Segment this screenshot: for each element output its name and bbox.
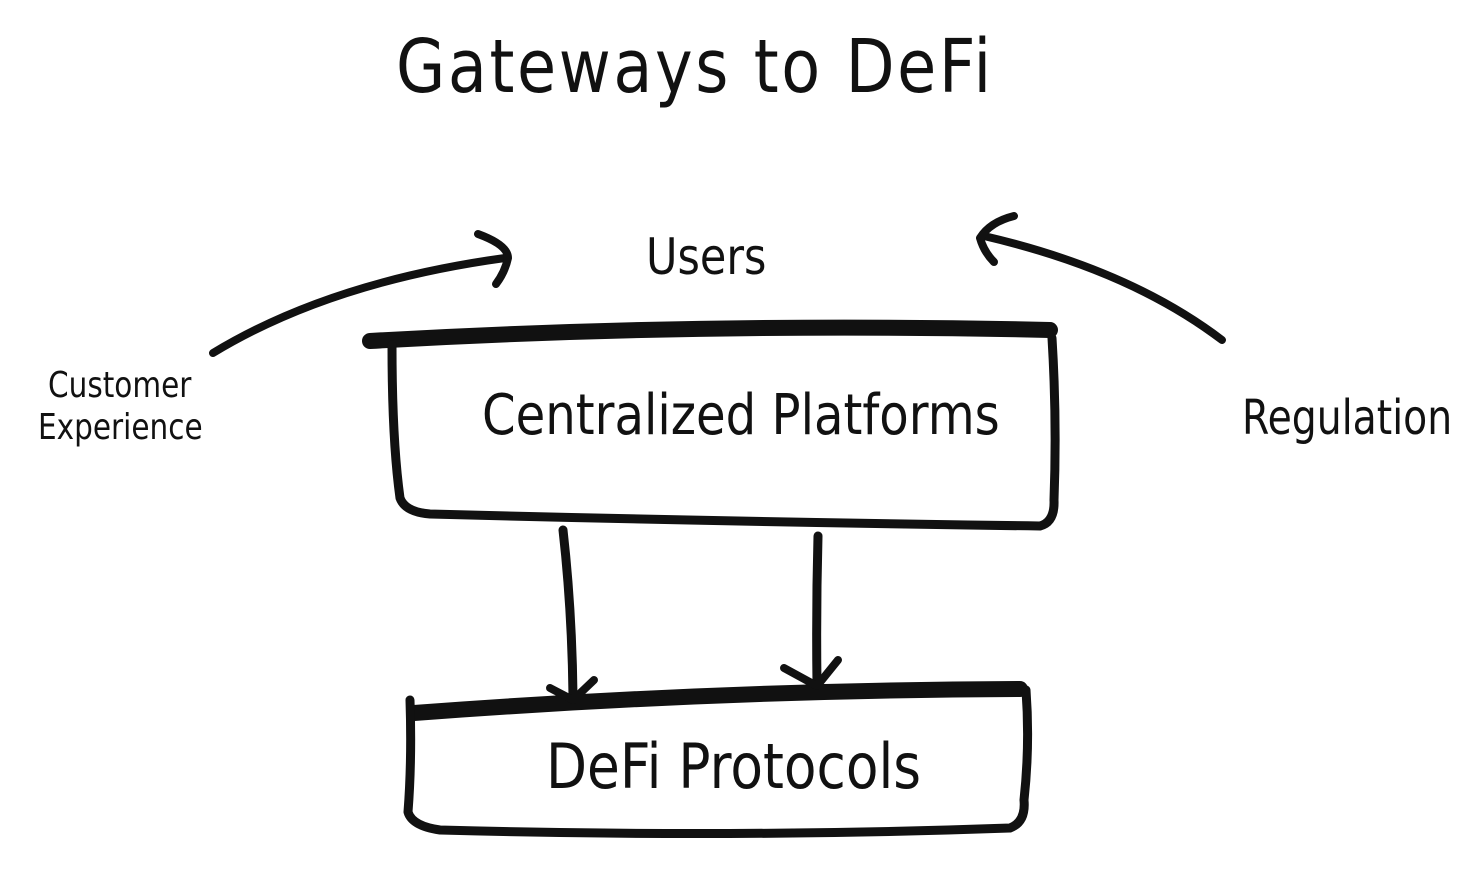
defi-protocols-label: DeFi Protocols <box>546 730 922 803</box>
arrow-right-down <box>780 531 842 690</box>
centralized-platforms-box <box>362 319 1060 531</box>
customer-experience-label-line1: Customer <box>48 365 192 406</box>
regulation-arrow <box>976 212 1226 344</box>
customer-experience-label-line2: Experience <box>38 407 203 448</box>
diagram-title: Gateways to DeFi <box>396 24 994 110</box>
arrow-left-down <box>546 525 598 704</box>
users-node-label: Users <box>646 228 767 286</box>
centralized-platforms-label: Centralized Platforms <box>482 383 1000 448</box>
defi-protocols-box <box>403 681 1033 839</box>
regulation-label: Regulation <box>1242 390 1453 446</box>
customer-experience-arrow <box>209 230 512 357</box>
